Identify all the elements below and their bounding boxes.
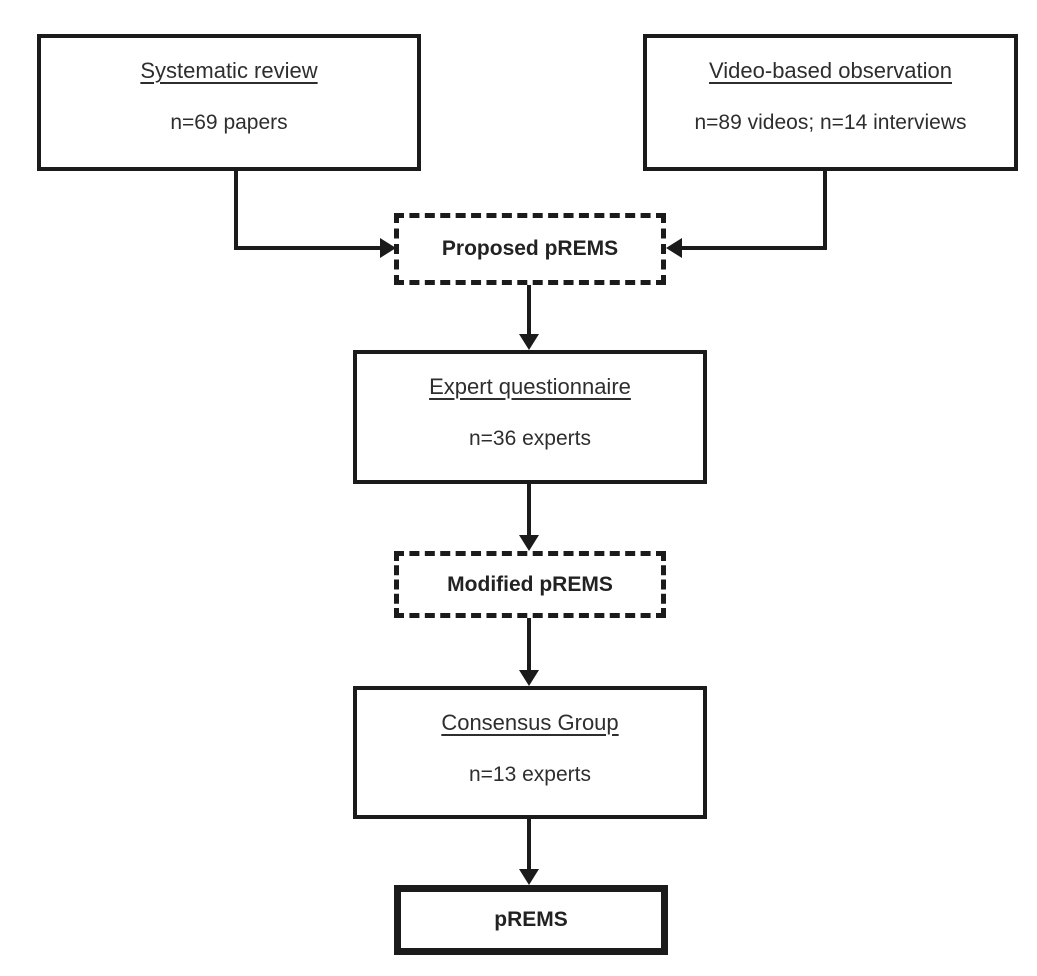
- connector-modified-to-consensus: [527, 618, 531, 671]
- node-detail: n=89 videos; n=14 interviews: [694, 111, 967, 134]
- node-video-observation: Video-based observation n=89 videos; n=1…: [643, 34, 1018, 171]
- connector-video-to-proposed-vertical: [823, 170, 827, 250]
- node-title: Expert questionnaire: [429, 374, 631, 399]
- node-proposed-prems: Proposed pREMS: [394, 213, 666, 285]
- node-consensus-group: Consensus Group n=13 experts: [353, 686, 707, 819]
- connector-systematic-to-proposed-vertical: [234, 170, 238, 250]
- arrowhead-down-icon: [519, 869, 539, 885]
- arrowhead-down-icon: [519, 535, 539, 551]
- node-title: Consensus Group: [441, 710, 619, 735]
- node-detail: n=69 papers: [170, 111, 288, 134]
- node-prems-final: pREMS: [394, 885, 668, 955]
- node-label: Modified pREMS: [447, 572, 613, 596]
- arrowhead-left-icon: [666, 238, 682, 258]
- node-modified-prems: Modified pREMS: [394, 551, 666, 618]
- node-detail: n=36 experts: [468, 427, 591, 450]
- connector-proposed-to-expert: [527, 285, 531, 335]
- node-systematic-review: Systematic review n=69 papers: [37, 34, 421, 171]
- node-detail: n=13 experts: [468, 763, 591, 786]
- node-label: Proposed pREMS: [441, 237, 619, 260]
- connector-consensus-to-prems: [527, 819, 531, 870]
- node-expert-questionnaire: Expert questionnaire n=36 experts: [353, 350, 707, 484]
- node-label: pREMS: [494, 908, 568, 931]
- node-title: Systematic review: [140, 58, 318, 83]
- node-title: Video-based observation: [709, 58, 952, 83]
- connector-expert-to-modified: [527, 484, 531, 536]
- arrowhead-right-icon: [380, 238, 396, 258]
- connector-systematic-to-proposed-horizontal: [234, 246, 380, 250]
- arrowhead-down-icon: [519, 334, 539, 350]
- arrowhead-down-icon: [519, 670, 539, 686]
- connector-video-to-proposed-horizontal: [682, 246, 827, 250]
